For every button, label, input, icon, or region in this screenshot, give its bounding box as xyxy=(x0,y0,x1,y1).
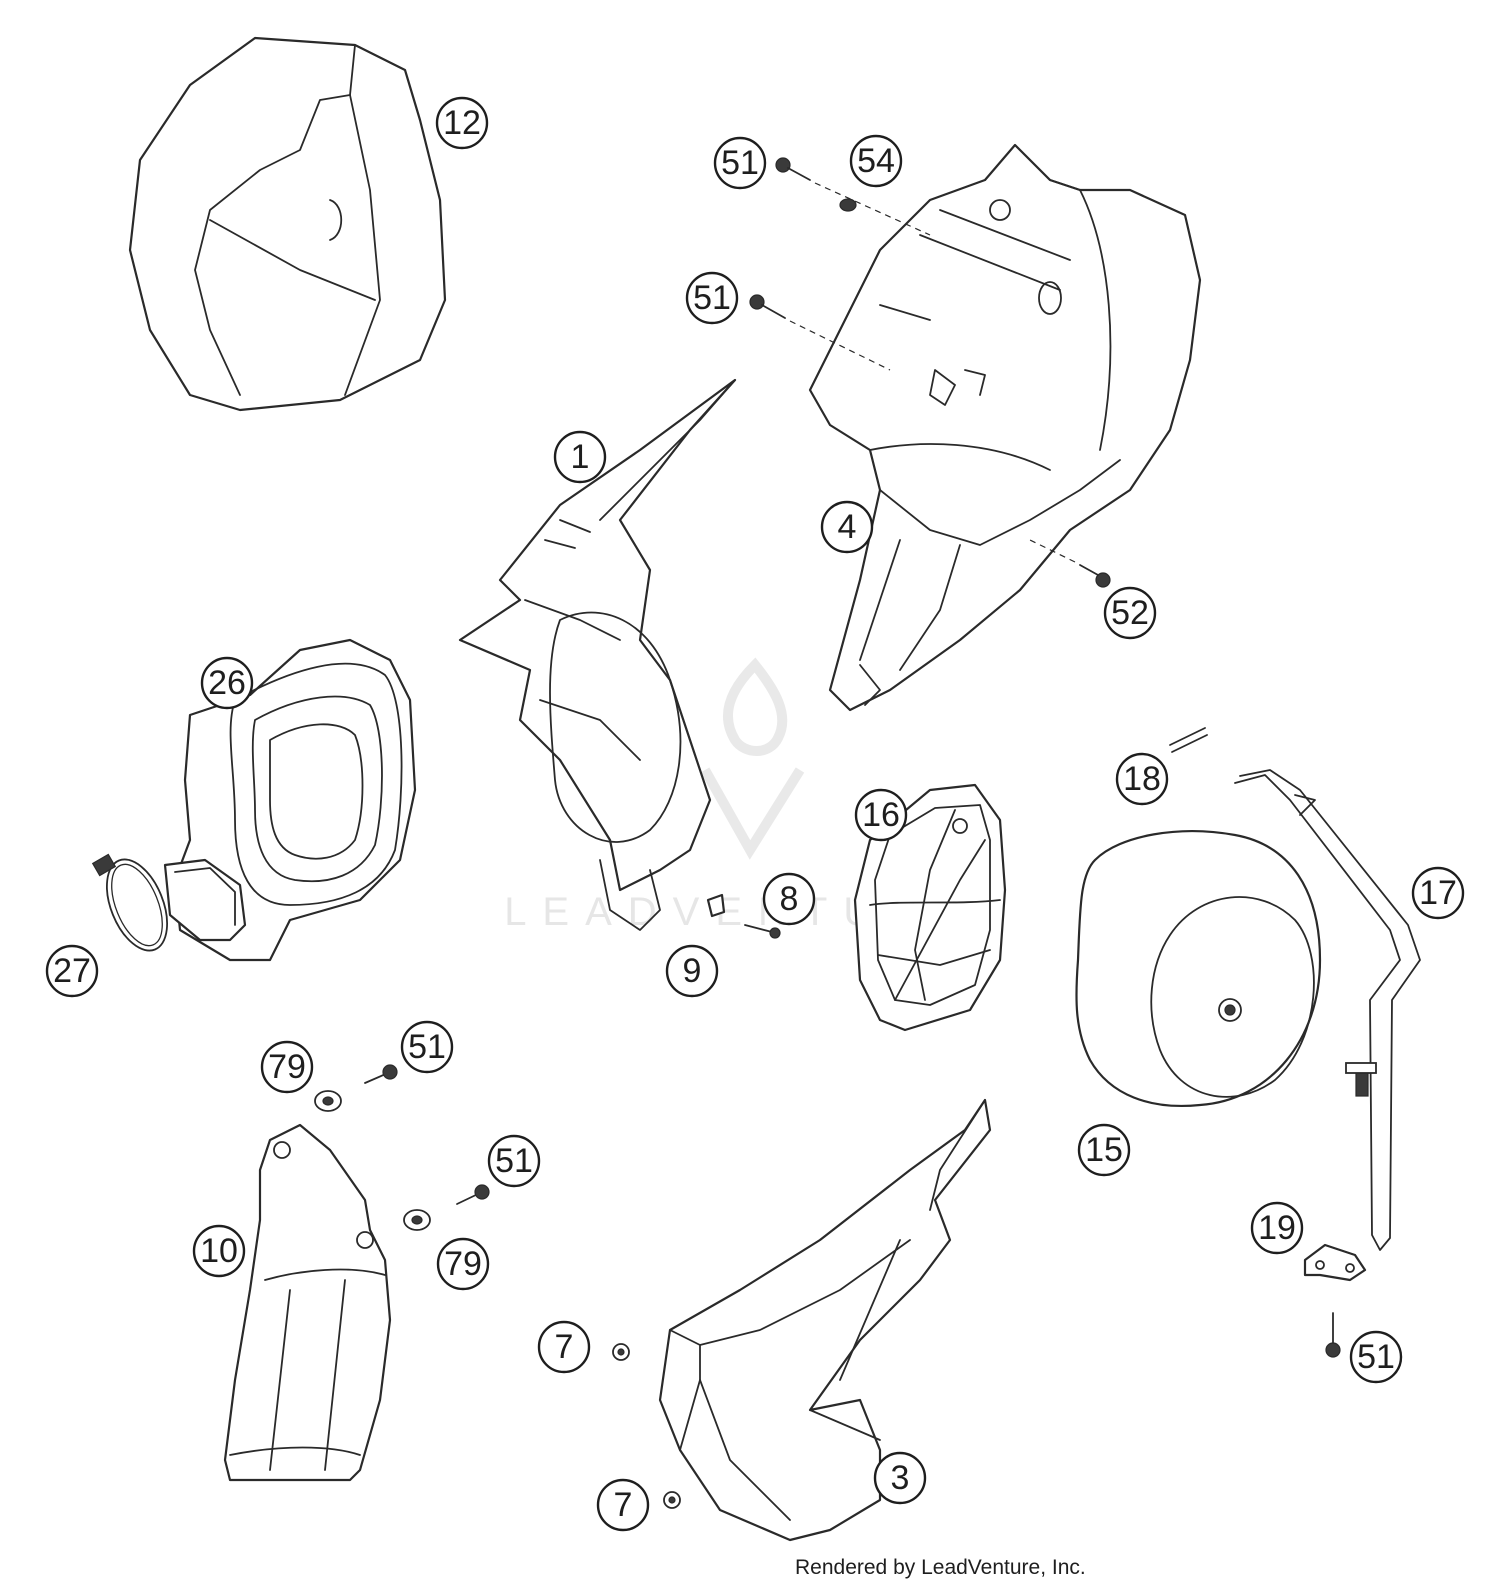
part-3-side-panel xyxy=(658,1098,992,1542)
callout-9: 9 xyxy=(665,944,719,998)
callout-79-upper-label: 79 xyxy=(268,1048,306,1086)
callout-7-lower-label: 7 xyxy=(614,1486,633,1524)
part-10-side-cover xyxy=(223,1123,392,1482)
callout-3: 3 xyxy=(873,1451,927,1505)
callout-79-upper: 79 xyxy=(260,1040,314,1094)
callout-51-top-label: 51 xyxy=(721,144,759,182)
callout-51-bottom-right-label: 51 xyxy=(1357,1338,1395,1376)
part-17-filter-holder xyxy=(1234,769,1421,1251)
callout-26-label: 26 xyxy=(208,664,246,702)
callout-10-label: 10 xyxy=(200,1232,238,1270)
washer-79-upper xyxy=(314,1090,342,1112)
callout-54: 54 xyxy=(849,134,903,188)
callout-12: 12 xyxy=(435,96,489,150)
watermark-v-icon xyxy=(700,767,805,860)
callout-7-lower: 7 xyxy=(596,1478,650,1532)
part-19-bracket xyxy=(1303,1243,1367,1282)
callout-51-top: 51 xyxy=(713,136,767,190)
callout-51-left-upper: 51 xyxy=(400,1020,454,1074)
callout-1-label: 1 xyxy=(571,438,590,476)
callout-7-upper-label: 7 xyxy=(555,1328,574,1366)
callout-18-label: 18 xyxy=(1123,760,1161,798)
callouts: 12 51 54 51 1 4 52 26 18 16 17 8 9 27 79… xyxy=(45,96,1465,1532)
washer-79-lower xyxy=(403,1209,431,1231)
callout-12-label: 12 xyxy=(443,104,481,142)
bolt-51-top xyxy=(775,157,811,181)
callout-8-label: 8 xyxy=(780,880,799,918)
callout-79-lower-label: 79 xyxy=(444,1245,482,1283)
footer-credit: Rendered by LeadVenture, Inc. xyxy=(795,1556,1086,1579)
callout-17-label: 17 xyxy=(1419,874,1457,912)
callout-19-label: 19 xyxy=(1258,1209,1296,1247)
part-12-filter-cover xyxy=(128,36,447,412)
part-16-filter-cage xyxy=(853,783,1007,1032)
callout-15-label: 15 xyxy=(1085,1131,1123,1169)
callout-79-lower: 79 xyxy=(436,1237,490,1291)
callout-51-left-lower: 51 xyxy=(487,1134,541,1188)
callout-51-mid: 51 xyxy=(685,271,739,325)
callout-16-label: 16 xyxy=(862,796,900,834)
callout-9-label: 9 xyxy=(683,952,702,990)
callout-52-label: 52 xyxy=(1111,594,1149,632)
bolt-51-left-lower xyxy=(456,1184,490,1205)
callout-17: 17 xyxy=(1411,866,1465,920)
callout-19: 19 xyxy=(1250,1201,1304,1255)
callout-51-mid-label: 51 xyxy=(693,279,731,317)
callout-15: 15 xyxy=(1077,1123,1131,1177)
screw-51-bottom-right xyxy=(1325,1312,1341,1358)
callout-16: 16 xyxy=(854,788,908,842)
part-18-pin xyxy=(1169,727,1208,753)
washer-54 xyxy=(839,198,857,212)
screw-52 xyxy=(1079,564,1111,588)
callout-26: 26 xyxy=(200,656,254,710)
callout-51-left-lower-label: 51 xyxy=(495,1142,533,1180)
callout-4: 4 xyxy=(820,500,874,554)
callout-27-label: 27 xyxy=(53,952,91,990)
part-4-airbox-housing xyxy=(808,143,1202,712)
callout-7-upper: 7 xyxy=(537,1320,591,1374)
callout-51-left-upper-label: 51 xyxy=(408,1028,446,1066)
bolt-51-mid xyxy=(749,294,786,319)
nut-7-upper xyxy=(612,1343,630,1361)
bolt-51-left-upper xyxy=(364,1064,398,1084)
callout-3-label: 3 xyxy=(891,1459,910,1497)
watermark-flame-icon xyxy=(722,657,788,756)
callout-8: 8 xyxy=(762,872,816,926)
part-1-airbox-frame xyxy=(458,378,737,931)
callout-52: 52 xyxy=(1103,586,1157,640)
part-26-intake-boot xyxy=(163,638,417,962)
hardware xyxy=(314,157,1341,1509)
part-27-hose-clamp xyxy=(91,853,168,952)
screw-8 xyxy=(744,924,781,939)
callout-10: 10 xyxy=(192,1224,246,1278)
callout-4-label: 4 xyxy=(838,508,857,546)
callout-18: 18 xyxy=(1115,752,1169,806)
part-15-air-filter xyxy=(1075,830,1322,1107)
callout-51-bottom-right: 51 xyxy=(1349,1330,1403,1384)
callout-27: 27 xyxy=(45,944,99,998)
nut-7-lower xyxy=(663,1491,681,1509)
callout-54-label: 54 xyxy=(857,142,895,180)
clip-9 xyxy=(706,893,726,918)
callout-1: 1 xyxy=(553,430,607,484)
